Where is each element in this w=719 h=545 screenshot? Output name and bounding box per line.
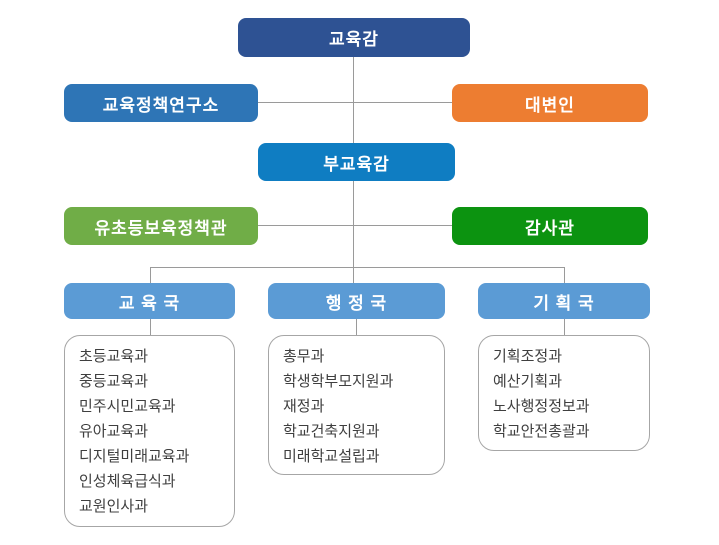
- connector-bureau-span: [150, 267, 564, 268]
- connector-early-auditor: [258, 225, 452, 226]
- education-bureau-box: 교 육 국: [64, 283, 235, 319]
- department-item: 교원인사과: [79, 498, 149, 515]
- department-item: 재정과: [283, 398, 325, 415]
- connector-deputy-to-bureaus: [353, 181, 354, 283]
- department-item: 인성체육급식과: [79, 473, 176, 490]
- department-item: 디지털미래교육과: [79, 448, 190, 465]
- administration-bureau-departments: 총무과 학생학부모지원과 재정과 학교건축지원과 미래학교설립과: [268, 335, 445, 475]
- connector-drop-planning: [564, 267, 565, 283]
- department-item: 총무과: [283, 348, 325, 365]
- planning-bureau-box: 기 획 국: [478, 283, 650, 319]
- superintendent-box: 교육감: [238, 18, 470, 57]
- department-item: 학생학부모지원과: [283, 373, 394, 390]
- connector-education-list: [150, 319, 151, 335]
- department-item: 예산기획과: [493, 373, 563, 390]
- connector-top-to-deputy: [353, 57, 354, 143]
- department-item: 초등교육과: [79, 348, 149, 365]
- department-item: 학교안전총괄과: [493, 423, 590, 440]
- department-item: 기획조정과: [493, 348, 563, 365]
- department-item: 민주시민교육과: [79, 398, 176, 415]
- connector-admin-list: [356, 319, 357, 335]
- connector-research-spokesperson: [258, 102, 452, 103]
- department-item: 미래학교설립과: [283, 448, 380, 465]
- early-childhood-office-box: 유초등보육정책관: [64, 207, 258, 245]
- auditor-box: 감사관: [452, 207, 648, 245]
- education-bureau-departments: 초등교육과 중등교육과 민주시민교육과 유아교육과 디지털미래교육과 인성체육급…: [64, 335, 235, 527]
- planning-bureau-departments: 기획조정과 예산기획과 노사행정정보과 학교안전총괄과: [478, 335, 650, 451]
- administration-bureau-box: 행 정 국: [268, 283, 445, 319]
- department-item: 유아교육과: [79, 423, 149, 440]
- research-institute-box: 교육정책연구소: [64, 84, 258, 122]
- department-item: 노사행정정보과: [493, 398, 590, 415]
- department-item: 학교건축지원과: [283, 423, 380, 440]
- department-item: 중등교육과: [79, 373, 149, 390]
- connector-planning-list: [564, 319, 565, 335]
- spokesperson-box: 대변인: [452, 84, 648, 122]
- connector-drop-education: [150, 267, 151, 283]
- deputy-superintendent-box: 부교육감: [258, 143, 455, 181]
